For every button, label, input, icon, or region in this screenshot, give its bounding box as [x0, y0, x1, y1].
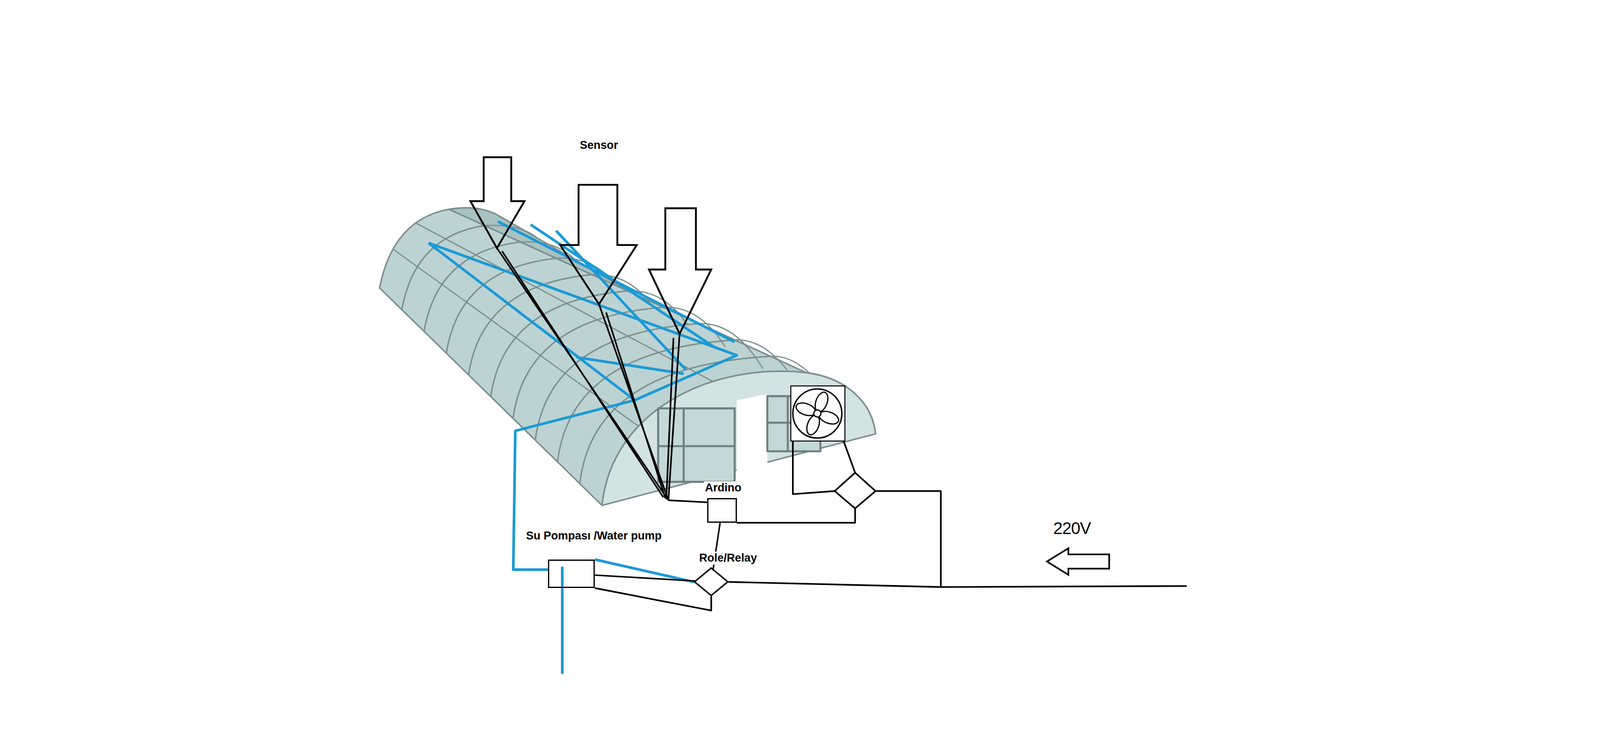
node-label: Ardino	[703, 481, 743, 495]
wire-connector	[594, 574, 696, 581]
wires	[496, 247, 1187, 611]
power-arrow	[1047, 547, 1110, 575]
roof-pipe	[576, 356, 684, 374]
roof-pipe	[428, 242, 737, 400]
controller-box: Ardino	[707, 497, 737, 523]
relay-diamond: Role/Relay	[693, 567, 729, 596]
roof-pipe	[556, 230, 686, 370]
fan-hub	[813, 409, 821, 417]
sensor-arrow	[560, 184, 637, 305]
sensor-arrow	[470, 157, 525, 248]
greenhouse	[379, 207, 876, 506]
node-label: Su Pompası /Water pump	[524, 529, 663, 543]
sensor-arrow	[649, 208, 712, 334]
open-door	[736, 393, 768, 484]
node-label: Role/Relay	[698, 551, 759, 565]
greenhouse-front	[601, 371, 876, 506]
sensor-wire	[496, 247, 680, 500]
relay-outline	[693, 567, 729, 596]
water-pipes	[428, 221, 737, 674]
sensor-wire	[668, 499, 708, 502]
fan-ring	[792, 388, 842, 438]
relay-outline	[694, 568, 729, 596]
pump-power-wire	[594, 587, 711, 611]
roof-pipe	[530, 224, 714, 347]
fan-symbol	[790, 385, 845, 441]
greenhouse-rib	[446, 258, 557, 354]
voltage-label: 220V	[1052, 518, 1092, 538]
greenhouse-side	[379, 208, 806, 505]
greenhouse-rib	[424, 242, 521, 332]
relay-symbol	[834, 472, 876, 508]
sensor-label: Sensor	[578, 138, 620, 152]
arduino-fan-wire	[736, 508, 856, 523]
power-wire	[728, 490, 1187, 587]
sensor-arrows	[470, 157, 711, 334]
pump-outlet-pipe	[560, 566, 564, 674]
fan-frame	[790, 385, 845, 441]
pump-box: Su Pompası /Water pump	[547, 559, 595, 588]
